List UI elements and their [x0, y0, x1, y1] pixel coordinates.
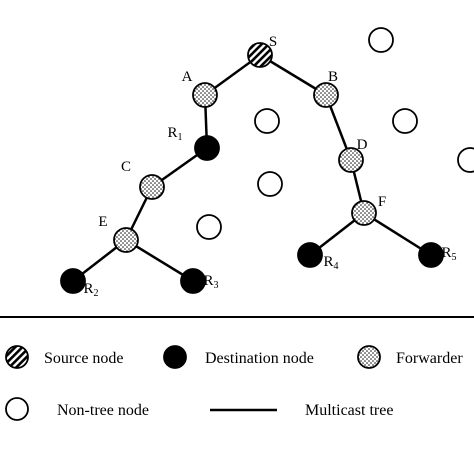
node-label-text: R	[167, 125, 177, 141]
legend-forwarder: Forwarder	[357, 345, 463, 369]
node-label-text: S	[269, 34, 277, 50]
node-label-text: A	[182, 69, 193, 85]
nontree-node-icon	[457, 147, 474, 173]
node-label-r1: R1	[167, 125, 182, 143]
node-a: A	[182, 69, 218, 108]
node-label-text: C	[121, 159, 131, 175]
legend-destination-label: Destination node	[205, 350, 314, 367]
node-label-text: R	[441, 245, 451, 261]
legend: Source node Destination node Forwarder N…	[5, 345, 463, 421]
tree-edge-e-r3	[125, 238, 194, 283]
node-s: S	[247, 34, 277, 68]
nontree-node-icon	[254, 108, 280, 134]
node-label-b: B	[328, 69, 338, 85]
nontree-node-icon	[392, 108, 418, 134]
destination-node-icon	[163, 345, 187, 369]
node-r5: R5	[418, 242, 457, 268]
legend-nontree-label: Non-tree node	[57, 402, 149, 419]
node-label-subscript: 3	[214, 280, 219, 291]
node-d: D	[338, 137, 368, 173]
node-r4: R4	[297, 242, 339, 272]
legend-nontree: Non-tree node	[5, 397, 149, 421]
node-label-r3: R3	[203, 273, 218, 291]
destination-node-icon	[194, 135, 220, 161]
forwarder-node-icon	[192, 82, 218, 108]
non-tree-node-icon	[5, 397, 29, 421]
node-label-subscript: 4	[334, 261, 339, 272]
nontree-node-icon	[257, 171, 283, 197]
node-label-text: D	[357, 137, 368, 153]
forwarder-node-icon	[357, 345, 381, 369]
node-label-c: C	[121, 159, 131, 175]
node-n1	[368, 27, 394, 53]
node-label-text: F	[378, 194, 386, 210]
node-c: C	[121, 159, 165, 200]
node-label-d: D	[357, 137, 368, 153]
legend-forwarder-label: Forwarder	[396, 350, 463, 367]
node-label-subscript: 1	[178, 132, 183, 143]
node-r1: R1	[167, 125, 220, 161]
forwarder-node-icon	[351, 200, 377, 226]
node-label-e: E	[98, 214, 107, 230]
forwarder-node-icon	[313, 82, 339, 108]
forwarder-node-icon	[139, 174, 165, 200]
destination-node-icon	[418, 242, 444, 268]
node-label-r5: R5	[441, 245, 456, 263]
source-node-icon	[247, 42, 273, 68]
source-node-icon	[5, 345, 29, 369]
node-label-subscript: 2	[94, 288, 99, 299]
node-label-r2: R2	[83, 281, 98, 299]
node-label-text: E	[98, 214, 107, 230]
tree-edge-f-r5	[363, 211, 432, 257]
node-b: B	[313, 69, 339, 108]
legend-destination: Destination node	[163, 345, 314, 369]
node-label-text: B	[328, 69, 338, 85]
destination-node-icon	[60, 268, 86, 294]
destination-node-icon	[297, 242, 323, 268]
node-label-s: S	[269, 34, 277, 50]
destination-node-icon	[180, 268, 206, 294]
node-label-text: R	[203, 273, 213, 289]
node-label-subscript: 5	[452, 252, 457, 263]
node-f: F	[351, 194, 386, 226]
node-n4	[257, 171, 283, 197]
node-n3	[392, 108, 418, 134]
legend-source-label: Source node	[44, 350, 124, 367]
node-r2: R2	[60, 268, 99, 299]
node-label-text: R	[83, 281, 93, 297]
node-n6	[457, 147, 474, 173]
nontree-node-icon	[196, 214, 222, 240]
node-e: E	[98, 214, 139, 253]
forwarder-node-icon	[338, 147, 364, 173]
node-label-a: A	[182, 69, 193, 85]
legend-source: Source node	[5, 345, 124, 369]
node-n5	[196, 214, 222, 240]
node-label-r4: R4	[323, 254, 338, 272]
nontree-node-icon	[368, 27, 394, 53]
node-r3: R3	[180, 268, 219, 294]
legend-tree-label: Multicast tree	[305, 402, 393, 419]
legend-tree: Multicast tree	[210, 402, 393, 419]
forwarder-node-icon	[113, 227, 139, 253]
node-label-f: F	[378, 194, 386, 210]
node-label-text: R	[323, 254, 333, 270]
node-n2	[254, 108, 280, 134]
